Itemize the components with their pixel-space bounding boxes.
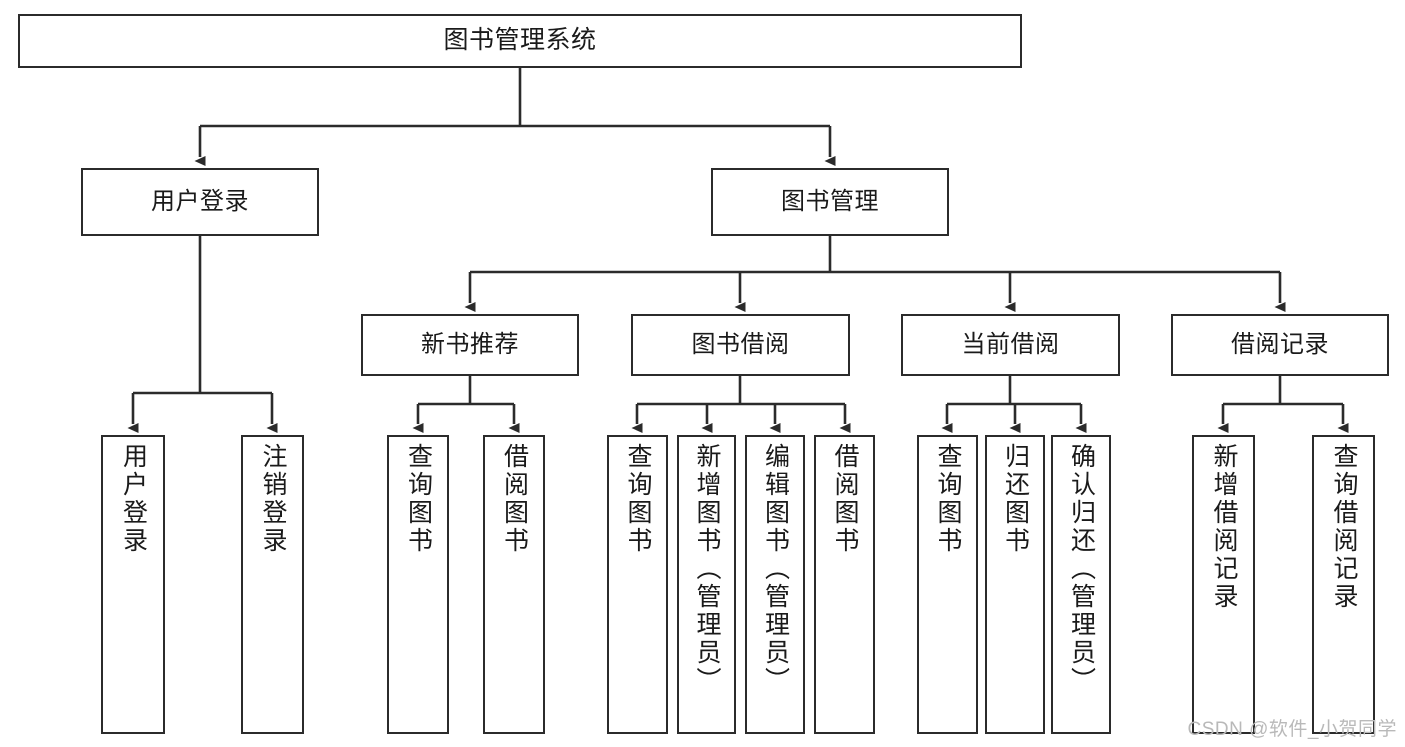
node-leaf-return-book[interactable]: 归还图书: [985, 435, 1045, 734]
node-book-manage[interactable]: 图书管理: [711, 168, 949, 236]
node-leaf-add-book[interactable]: 新增图书（管理员）: [677, 435, 736, 734]
node-leaf-borrow-book-2[interactable]: 借阅图书: [814, 435, 875, 734]
node-leaf-return-book-label: 归还图书: [1001, 443, 1030, 555]
node-leaf-query-book-1[interactable]: 查询图书: [387, 435, 449, 734]
node-new-book-recommend-label: 新书推荐: [421, 330, 519, 358]
node-leaf-borrow-book-1-label: 借阅图书: [500, 443, 529, 555]
node-root-label: 图书管理系统: [443, 26, 597, 55]
node-leaf-edit-book-label: 编辑图书（管理员）: [761, 443, 790, 695]
node-leaf-confirm-return[interactable]: 确认归还（管理员）: [1051, 435, 1111, 734]
node-leaf-query-book-1-label: 查询图书: [404, 443, 433, 555]
node-current-borrow-label: 当前借阅: [961, 330, 1060, 358]
node-leaf-edit-book[interactable]: 编辑图书（管理员）: [745, 435, 805, 734]
node-leaf-query-book-2[interactable]: 查询图书: [607, 435, 668, 734]
node-leaf-user-login-label: 用户登录: [119, 443, 148, 555]
node-leaf-add-record[interactable]: 新增借阅记录: [1192, 435, 1255, 734]
node-leaf-query-record-label: 查询借阅记录: [1330, 443, 1358, 611]
node-book-borrow-label: 图书借阅: [691, 330, 790, 358]
node-borrow-record-label: 借阅记录: [1231, 330, 1329, 358]
node-leaf-borrow-book-1[interactable]: 借阅图书: [483, 435, 545, 734]
node-leaf-query-book-2-label: 查询图书: [624, 443, 652, 555]
node-current-borrow[interactable]: 当前借阅: [901, 314, 1120, 376]
node-leaf-borrow-book-2-label: 借阅图书: [831, 443, 859, 555]
node-leaf-logout[interactable]: 注销登录: [241, 435, 304, 734]
node-leaf-user-login[interactable]: 用户登录: [101, 435, 165, 734]
node-leaf-confirm-return-label: 确认归还（管理员）: [1067, 443, 1096, 695]
node-root[interactable]: 图书管理系统: [18, 14, 1022, 68]
node-user-login[interactable]: 用户登录: [81, 168, 319, 236]
node-borrow-record[interactable]: 借阅记录: [1171, 314, 1389, 376]
node-user-login-label: 用户登录: [151, 187, 249, 215]
node-leaf-query-book-3[interactable]: 查询图书: [917, 435, 978, 734]
node-leaf-query-record[interactable]: 查询借阅记录: [1312, 435, 1375, 734]
node-leaf-add-record-label: 新增借阅记录: [1210, 443, 1238, 611]
node-book-manage-label: 图书管理: [781, 187, 879, 215]
node-leaf-query-book-3-label: 查询图书: [934, 443, 962, 555]
node-book-borrow[interactable]: 图书借阅: [631, 314, 850, 376]
node-leaf-add-book-label: 新增图书（管理员）: [693, 443, 721, 695]
node-leaf-logout-label: 注销登录: [259, 443, 287, 555]
node-new-book-recommend[interactable]: 新书推荐: [361, 314, 579, 376]
